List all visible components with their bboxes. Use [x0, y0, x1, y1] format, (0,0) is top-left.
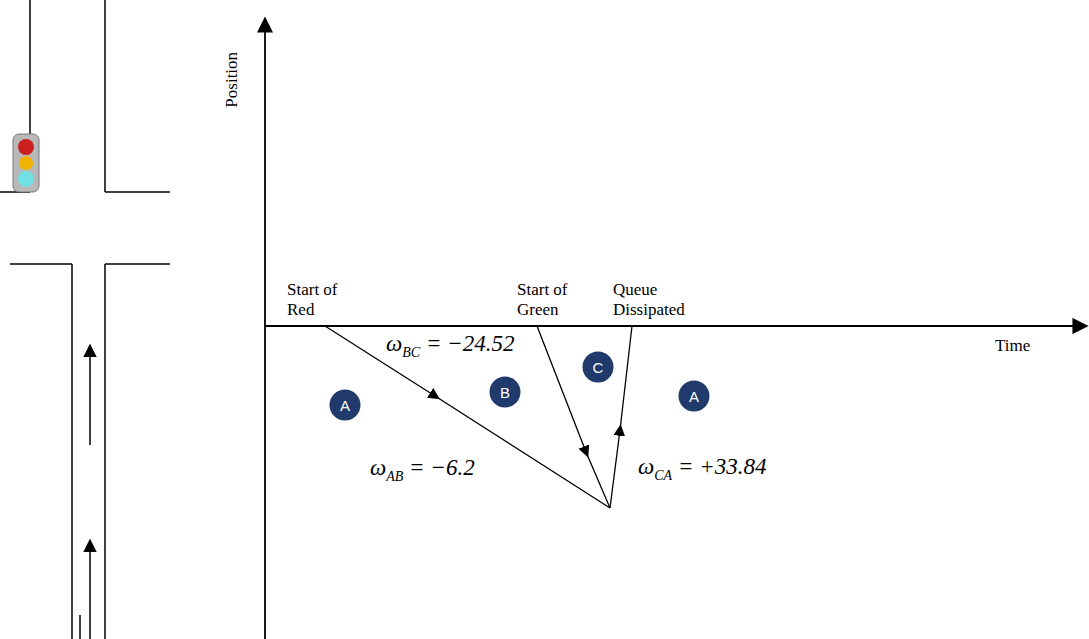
zone-letter: B [500, 385, 510, 400]
omega-symbol: ω [370, 455, 386, 480]
omega-symbol: ω [386, 331, 402, 356]
road [0, 0, 170, 639]
axis-title: Position [222, 52, 242, 108]
zone-circle: B [489, 376, 521, 408]
shockwave-speed: ωCA = +33.84 [636, 454, 768, 484]
omega-symbol: ω [638, 454, 654, 479]
zone-circle: A [329, 389, 361, 421]
event-label: Start of Red [287, 280, 351, 319]
omega-subscript: CA [654, 468, 672, 483]
omega-value: = −24.52 [420, 331, 514, 356]
traffic-arrows [89, 345, 91, 639]
omega-subscript: BC [402, 345, 420, 360]
axes [265, 18, 1087, 639]
event-label: Queue Dissipated [613, 280, 693, 319]
shockwave-speed: ωBC = −24.52 [384, 331, 516, 361]
zone-circle: A [678, 380, 710, 412]
shockwave-lines [325, 326, 632, 508]
zone-letter: C [593, 360, 604, 375]
event-label: Start of Green [517, 280, 579, 319]
shockwave-speed: ωAB = −6.2 [368, 455, 477, 485]
omega-value: = +33.84 [672, 454, 766, 479]
omega-value: = −6.2 [403, 455, 474, 480]
traffic-light [13, 134, 39, 192]
axis-title: Time [995, 336, 1030, 356]
zone-circle: C [582, 351, 614, 383]
zone-letter: A [689, 389, 699, 404]
omega-subscript: AB [386, 469, 403, 484]
zone-letter: A [340, 398, 350, 413]
